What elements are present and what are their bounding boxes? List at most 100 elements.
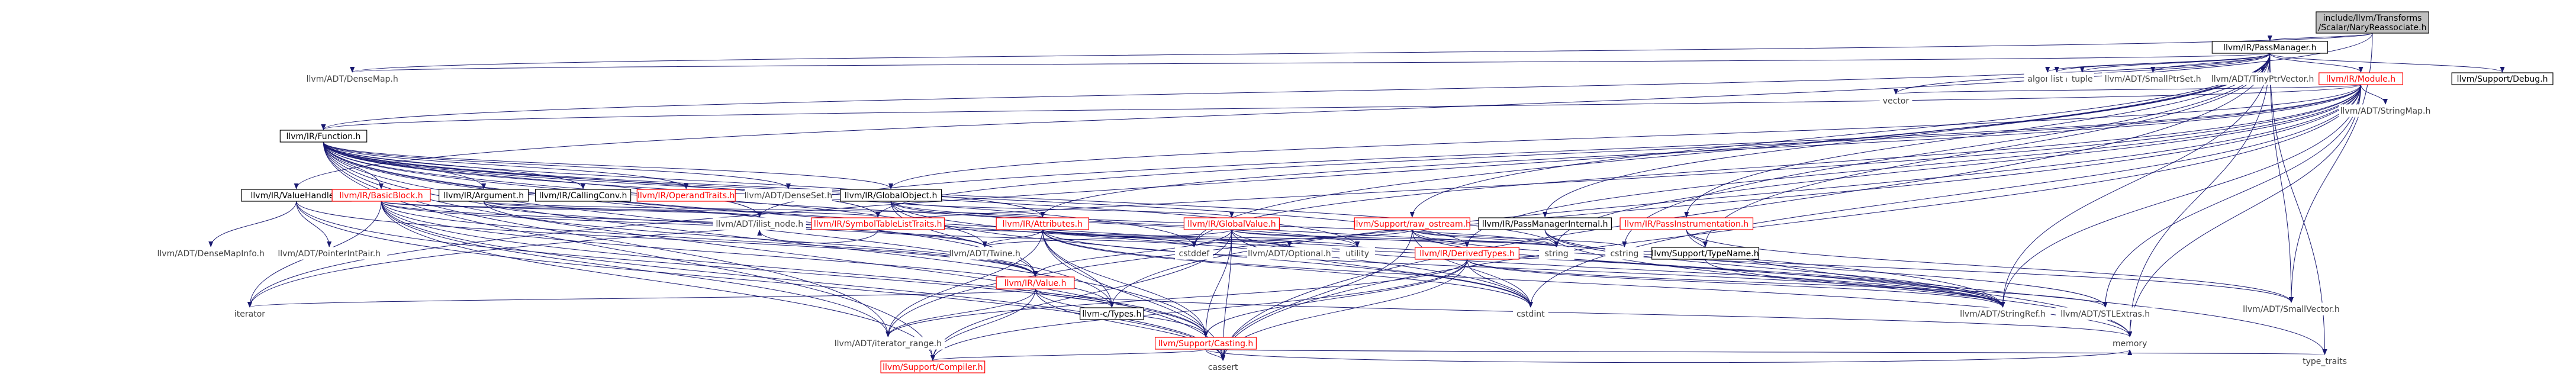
node-basicblock[interactable]: llvm/IR/BasicBlock.h bbox=[331, 189, 431, 202]
edge-pmi-to-memory bbox=[1544, 229, 2133, 337]
edge-valuehandle-to-pointerintpair bbox=[296, 201, 332, 247]
node-utility[interactable]: utility bbox=[1339, 247, 1375, 260]
node-valuehandle[interactable]: llvm/IR/ValueHandle.h bbox=[241, 189, 352, 202]
node-smallvector[interactable]: llvm/ADT/SmallVector.h bbox=[2242, 302, 2341, 315]
node-ilistnode[interactable]: llvm/ADT/ilist_node.h bbox=[713, 217, 806, 230]
node-passinstr[interactable]: llvm/IR/PassInstrumentation.h bbox=[1619, 217, 1754, 230]
node-label-utility: utility bbox=[1345, 249, 1369, 259]
node-label-callingconv: llvm/IR/CallingConv.h bbox=[539, 191, 627, 201]
edge-module-to-function bbox=[321, 84, 2361, 130]
node-box-module bbox=[2319, 72, 2403, 85]
edge-symboltable-to-ilistnode bbox=[757, 229, 878, 244]
node-tinyptrvector[interactable]: llvm/ADT/TinyPtrVector.h bbox=[2208, 72, 2317, 85]
node-compiler[interactable]: llvm/Support/Compiler.h bbox=[880, 360, 986, 373]
node-globalvalue[interactable]: llvm/IR/GlobalValue.h bbox=[1183, 217, 1280, 230]
node-label-basicblock: llvm/IR/BasicBlock.h bbox=[339, 191, 423, 201]
node-stringmap[interactable]: llvm/ADT/StringMap.h bbox=[2339, 104, 2432, 117]
node-casting[interactable]: llvm/Support/Casting.h bbox=[1154, 337, 1257, 350]
node-label-line: cstring bbox=[1610, 249, 1638, 259]
node-pointerintpair[interactable]: llvm/ADT/PointerIntPair.h bbox=[271, 247, 388, 260]
node-label-globalvalue: llvm/IR/GlobalValue.h bbox=[1187, 220, 1276, 229]
node-smallptrset[interactable]: llvm/ADT/SmallPtrSet.h bbox=[2102, 72, 2204, 85]
node-attributes[interactable]: llvm/IR/Attributes.h bbox=[996, 217, 1089, 230]
node-label-compiler: llvm/Support/Compiler.h bbox=[883, 363, 983, 372]
edge-module-to-symboltable bbox=[875, 84, 2361, 218]
node-label-iterator: iterator bbox=[234, 310, 265, 319]
node-rawostream[interactable]: llvm/Support/raw_ostream.h bbox=[1354, 217, 1471, 230]
edge-valuehandle-to-casting bbox=[296, 201, 1208, 337]
node-iteratorrange[interactable]: llvm/ADT/iterator_range.h bbox=[831, 337, 945, 350]
node-box-typename bbox=[1651, 247, 1759, 260]
edge-passmanager-to-stringref bbox=[2000, 53, 2271, 308]
node-label-line: llvm/Support/Debug.h bbox=[2457, 75, 2548, 84]
node-tuple[interactable]: tuple bbox=[2070, 72, 2094, 85]
node-value[interactable]: llvm/IR/Value.h bbox=[996, 276, 1075, 289]
node-derivedtypes[interactable]: llvm/IR/DerivedTypes.h bbox=[1415, 247, 1519, 260]
node-cstring[interactable]: cstring bbox=[1605, 247, 1644, 260]
edge-argument-to-ilistnode bbox=[483, 201, 762, 218]
node-box-cassert bbox=[1203, 360, 1242, 373]
node-list[interactable]: list bbox=[2047, 72, 2066, 85]
node-symboltable[interactable]: llvm/IR/SymbolTableListTraits.h bbox=[811, 217, 945, 230]
node-denseset[interactable]: llvm/ADT/DenseSet.h bbox=[745, 189, 833, 202]
node-label-stringref: llvm/ADT/StringRef.h bbox=[1960, 310, 2046, 319]
edge-globalobject-to-value bbox=[890, 201, 1038, 277]
node-label-line: llvm-c/Types.h bbox=[1082, 310, 1141, 319]
edge-basicblock-to-twine bbox=[381, 201, 987, 247]
node-pmi[interactable]: llvm/IR/PassManagerInternal.h bbox=[1478, 217, 1612, 230]
edge-function-to-stringref bbox=[323, 141, 2005, 308]
node-box-globalvalue bbox=[1183, 217, 1280, 230]
node-densemap[interactable]: llvm/ADT/DenseMap.h bbox=[302, 72, 402, 85]
node-cstddef[interactable]: cstddef bbox=[1175, 247, 1213, 260]
node-label-line: llvm/ADT/PointerIntPair.h bbox=[278, 249, 381, 259]
node-ctypes[interactable]: llvm-c/Types.h bbox=[1080, 307, 1144, 320]
node-densemapinfo[interactable]: llvm/ADT/DenseMapInfo.h bbox=[155, 247, 266, 260]
node-label-line: llvm/IR/Argument.h bbox=[443, 191, 524, 201]
node-twine[interactable]: llvm/ADT/Twine.h bbox=[949, 247, 1020, 260]
edge-attributes-to-ctypes bbox=[1042, 229, 1115, 308]
node-label-line: llvm/Support/Casting.h bbox=[1158, 339, 1254, 349]
node-box-iteratorrange bbox=[831, 337, 945, 350]
node-label-attributes: llvm/IR/Attributes.h bbox=[1003, 220, 1083, 229]
node-argument[interactable]: llvm/IR/Argument.h bbox=[438, 189, 529, 202]
node-label-densemapinfo: llvm/ADT/DenseMapInfo.h bbox=[157, 249, 265, 259]
node-operandtraits[interactable]: llvm/IR/OperandTraits.h bbox=[636, 189, 736, 202]
node-function[interactable]: llvm/IR/Function.h bbox=[279, 130, 368, 143]
node-label-cstddef: cstddef bbox=[1179, 249, 1210, 259]
node-optional[interactable]: llvm/ADT/Optional.h bbox=[1247, 247, 1332, 260]
edge-module-to-stlextras bbox=[2102, 84, 2361, 308]
node-label-line: llvm/ADT/StringMap.h bbox=[2340, 107, 2431, 116]
node-label-line: llvm/IR/ValueHandle.h bbox=[251, 191, 342, 201]
edge-valuehandle-to-densemapinfo bbox=[208, 201, 297, 247]
node-memory[interactable]: memory bbox=[2110, 337, 2149, 350]
node-cassert[interactable]: cassert bbox=[1203, 360, 1242, 373]
node-debug[interactable]: llvm/Support/Debug.h bbox=[2451, 72, 2554, 85]
edge-passmanager-to-cassert bbox=[1221, 53, 2271, 361]
node-label-iteratorrange: llvm/ADT/iterator_range.h bbox=[835, 339, 942, 349]
node-stlextras[interactable]: llvm/ADT/STLExtras.h bbox=[2056, 307, 2155, 320]
node-typetraits[interactable]: type_traits bbox=[2298, 355, 2352, 368]
node-iterator[interactable]: iterator bbox=[230, 307, 269, 320]
node-string[interactable]: string bbox=[1538, 247, 1574, 260]
node-module[interactable]: llvm/IR/Module.h bbox=[2319, 72, 2403, 85]
node-passmanager[interactable]: llvm/IR/PassManager.h bbox=[2211, 41, 2329, 54]
edge-valuehandle-to-value bbox=[296, 201, 1038, 277]
edge-module-to-ctypes bbox=[1109, 84, 2361, 308]
node-globalobject[interactable]: llvm/IR/GlobalObject.h bbox=[840, 189, 942, 202]
edge-attributes-to-optional bbox=[1042, 229, 1292, 247]
edge-passmanager-to-cstring bbox=[1622, 53, 2271, 247]
node-box-densemap bbox=[302, 72, 402, 85]
node-box-symboltable bbox=[811, 217, 945, 230]
node-root[interactable]: include/llvm/Transforms/Scalar/NaryReass… bbox=[2316, 11, 2429, 34]
node-stringref[interactable]: llvm/ADT/StringRef.h bbox=[1954, 307, 2051, 320]
node-cstdint[interactable]: cstdint bbox=[1513, 307, 1548, 320]
node-callingconv[interactable]: llvm/IR/CallingConv.h bbox=[534, 189, 632, 202]
node-typename[interactable]: llvm/Support/TypeName.h bbox=[1651, 247, 1759, 260]
node-box-stringmap bbox=[2339, 104, 2432, 117]
node-label-line: utility bbox=[1345, 249, 1369, 259]
node-vector[interactable]: vector bbox=[1879, 94, 1912, 107]
edge-passmanager-to-function bbox=[321, 53, 2271, 130]
node-label-operandtraits: llvm/IR/OperandTraits.h bbox=[637, 191, 735, 201]
node-box-memory bbox=[2110, 337, 2149, 350]
node-label-line: llvm/Support/TypeName.h bbox=[1651, 249, 1759, 259]
